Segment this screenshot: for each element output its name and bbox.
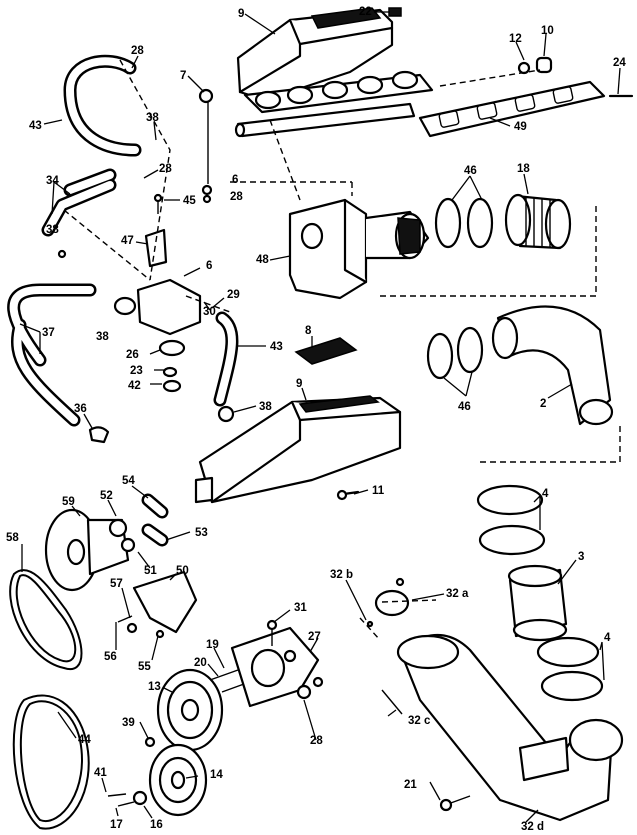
callout-43-lower: 43 — [270, 341, 283, 353]
callout-50: 50 — [176, 565, 189, 577]
callout-36: 36 — [74, 403, 87, 415]
callout-6-upper: 6 — [232, 174, 238, 186]
callout-30: 30 — [203, 306, 216, 318]
callout-46-upper: 46 — [464, 165, 477, 177]
callout-46-lower: 46 — [458, 401, 471, 413]
callout-24: 24 — [613, 57, 626, 69]
pump-belt — [9, 569, 83, 671]
callout-54: 54 — [122, 475, 135, 487]
callout-56: 56 — [104, 651, 117, 663]
callout-45: 45 — [183, 195, 196, 207]
callout-16: 16 — [150, 819, 163, 831]
callout-6-mid: 6 — [206, 260, 212, 272]
callout-53: 53 — [195, 527, 208, 539]
callout-43-upper: 43 — [29, 120, 42, 132]
callout-39: 39 — [122, 717, 135, 729]
raw-water-pump — [44, 508, 136, 592]
pulley-14 — [148, 743, 208, 817]
leader-lines — [19, 11, 621, 823]
callout-29: 29 — [227, 289, 240, 301]
callout-10: 10 — [541, 25, 554, 37]
callout-31: 31 — [294, 602, 307, 614]
clamps-4-upper — [476, 484, 546, 556]
lower-exhaust-manifold — [194, 395, 402, 504]
thermostat-housing — [113, 278, 202, 393]
callout-55: 55 — [138, 661, 151, 673]
callout-52: 52 — [100, 490, 113, 502]
callout-42: 42 — [128, 380, 141, 392]
manifold-gasket-plate — [294, 337, 358, 365]
circulating-pump — [230, 626, 320, 708]
callout-18: 18 — [517, 163, 530, 175]
callout-49: 49 — [514, 121, 527, 133]
callout-3: 3 — [578, 551, 584, 563]
callout-38-mid: 38 — [96, 331, 109, 343]
callout-37: 37 — [42, 327, 55, 339]
callout-41: 41 — [94, 767, 107, 779]
callout-32b: 32 b — [330, 569, 353, 581]
hose-clamps-lower — [426, 326, 484, 380]
callout-9-lower: 9 — [296, 378, 302, 390]
exhaust-pipe-elbow — [491, 305, 614, 426]
callout-19: 19 — [206, 639, 219, 651]
reference-lines — [63, 59, 621, 641]
exhaust-pipe-32d — [396, 633, 624, 822]
callout-57: 57 — [110, 578, 123, 590]
callout-34: 34 — [46, 175, 59, 187]
callout-8: 8 — [305, 325, 312, 337]
callout-48: 48 — [256, 254, 269, 266]
callout-22: 22 — [359, 6, 372, 18]
bracket-47 — [144, 228, 168, 268]
exhaust-bellows — [504, 193, 572, 250]
callout-28-bottom: 28 — [310, 735, 323, 747]
callout-51: 51 — [144, 565, 157, 577]
callout-9-upper: 9 — [238, 8, 244, 20]
callout-38-lower: 38 — [259, 401, 272, 413]
upper-exhaust-manifold — [234, 7, 434, 138]
callout-11: 11 — [372, 485, 385, 497]
callout-4-upper: 4 — [542, 488, 549, 500]
callout-44: 44 — [78, 734, 91, 746]
callout-26: 26 — [126, 349, 139, 361]
clamps-4-lower — [536, 636, 604, 702]
callout-27: 27 — [308, 631, 321, 643]
callout-38-upper: 38 — [146, 112, 159, 124]
callout-21: 21 — [404, 779, 417, 791]
callout-4-lower: 4 — [604, 632, 611, 644]
callout-20: 20 — [194, 657, 207, 669]
callout-58: 58 — [6, 532, 19, 544]
callout-2: 2 — [540, 398, 546, 410]
callout-28-right: 28 — [230, 191, 243, 203]
bellows-3 — [507, 564, 568, 642]
hose-clamps-upper — [434, 197, 494, 249]
callout-32d: 32 d — [521, 821, 544, 833]
callout-59: 59 — [62, 496, 75, 508]
exhaust-gasket — [418, 80, 606, 138]
coolant-hoses — [7, 54, 239, 547]
callout-13: 13 — [148, 681, 161, 693]
callout-17: 17 — [110, 819, 123, 831]
callout-47: 47 — [121, 235, 134, 247]
callout-32c: 32 c — [408, 715, 431, 727]
callout-labels: 9 22 12 10 24 49 28 7 43 38 28 6 28 34 4… — [6, 6, 626, 833]
exhaust-elbow — [288, 198, 430, 300]
drive-belt-44 — [12, 694, 90, 830]
fasteners — [57, 88, 471, 812]
callout-32a: 32 a — [446, 588, 469, 600]
callout-14: 14 — [210, 769, 223, 781]
callout-28-mid: 28 — [159, 163, 172, 175]
callout-12: 12 — [509, 33, 522, 45]
flapper-32a — [374, 589, 410, 617]
callout-38-left: 38 — [46, 224, 59, 236]
pump-bracket — [132, 570, 198, 634]
callout-23: 23 — [130, 365, 143, 377]
callout-28-top: 28 — [131, 45, 144, 57]
callout-7: 7 — [180, 70, 186, 82]
pulley-13 — [156, 668, 224, 752]
